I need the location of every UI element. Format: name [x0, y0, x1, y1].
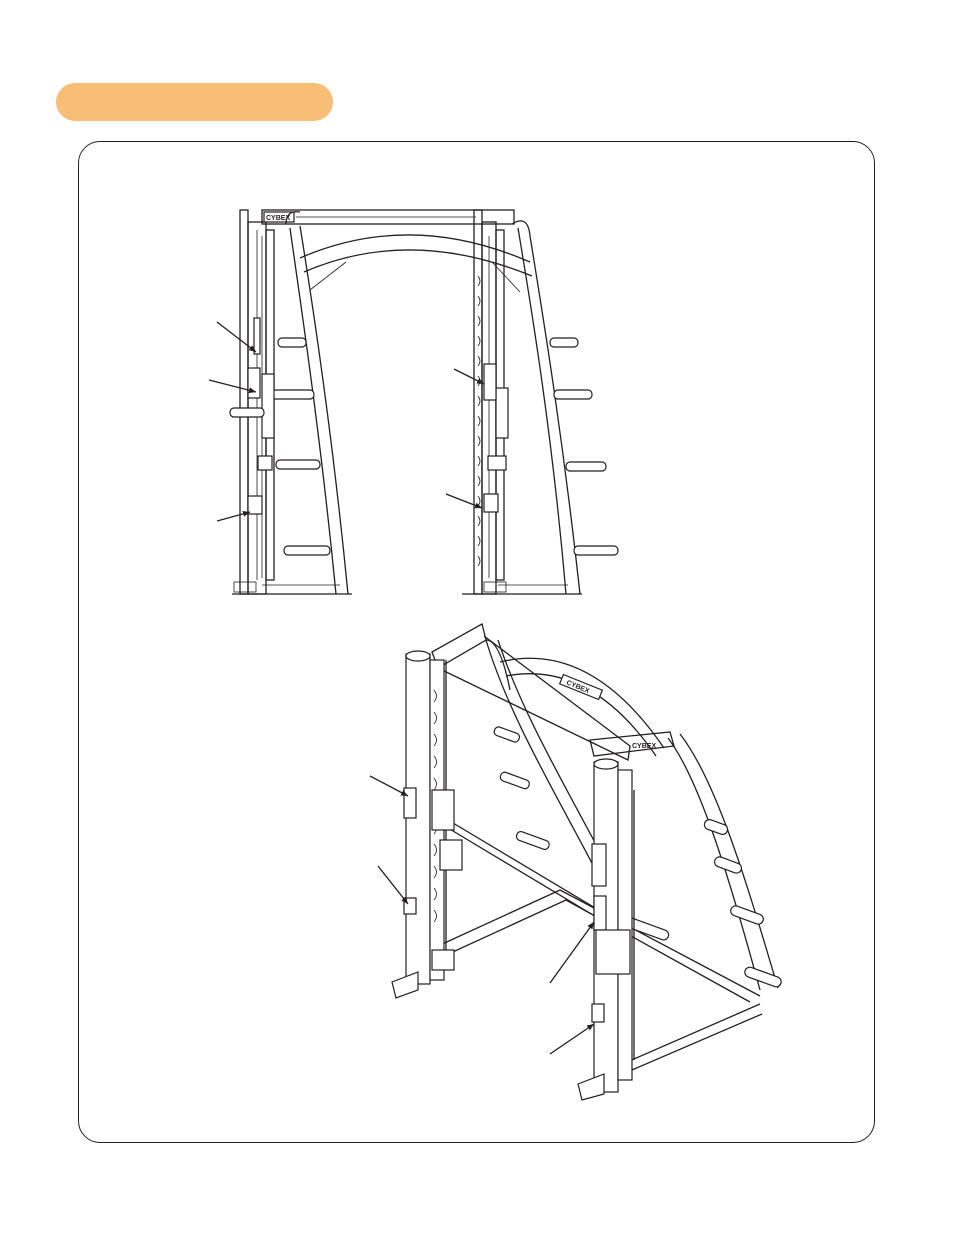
front-plate-horns [269, 337, 619, 556]
front-callout-arrows [208, 321, 485, 522]
iso-callout-arrows [369, 775, 595, 1055]
front-logo-text: CYBEX [266, 215, 290, 222]
section-header-pill [56, 83, 333, 121]
iso-logo-text-front: CYBEX [632, 743, 656, 750]
front-view-drawing: CYBEX [229, 209, 619, 595]
illustration-frame [78, 141, 875, 1143]
isometric-view-drawing: CYBEX CYBEX [391, 623, 782, 1101]
